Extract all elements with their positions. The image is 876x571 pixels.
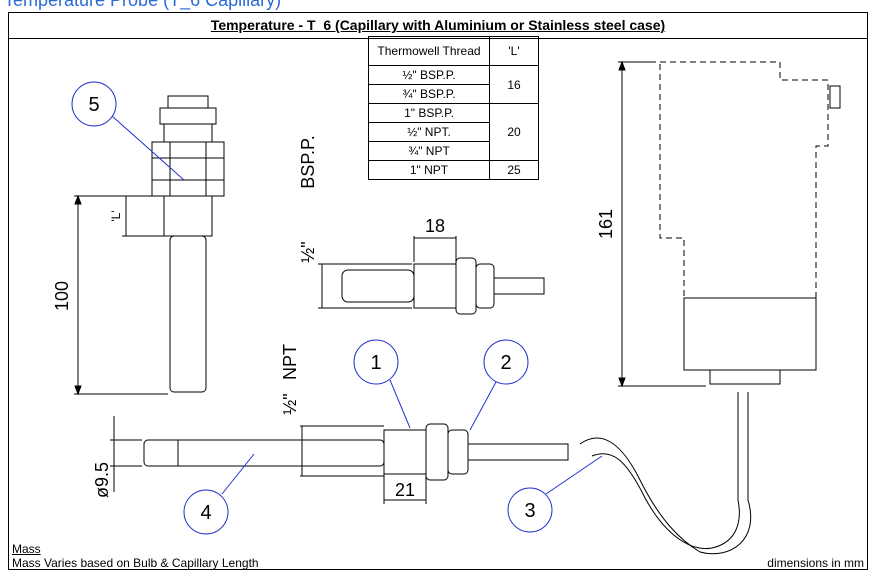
middle-capillary-left bbox=[341, 269, 415, 303]
header-text: Temperature Probe (T_6 Capillary) bbox=[4, 0, 282, 10]
case-base bbox=[709, 369, 781, 385]
table-cell-l: 25 bbox=[489, 160, 539, 180]
case-dashed-outline bbox=[659, 61, 829, 299]
bottom-fitting-nut bbox=[425, 423, 449, 481]
middle-capillary-right bbox=[493, 277, 545, 295]
table-row: ¾" BSP.P. bbox=[368, 84, 539, 104]
dim-161: 161 bbox=[596, 209, 616, 239]
table-header-l: 'L' bbox=[489, 36, 539, 66]
bottom-capillary bbox=[467, 443, 569, 461]
dim-l: 'L' bbox=[109, 210, 123, 221]
left-probe-top-nut bbox=[167, 95, 209, 109]
left-probe bbox=[74, 95, 225, 396]
table-cell-thread: ¾" BSP.P. bbox=[368, 84, 490, 104]
callouts bbox=[71, 81, 603, 535]
dim-dia-9-5: ø9.5 bbox=[92, 462, 112, 498]
bottom-fitting-body bbox=[383, 429, 427, 475]
label-npt: NPT bbox=[280, 344, 300, 380]
callout-4-circle bbox=[183, 489, 229, 535]
middle-fitting-nut2 bbox=[475, 263, 495, 309]
callout-1-circle bbox=[353, 339, 399, 385]
units-note: dimensions in mm bbox=[767, 556, 864, 570]
right-case bbox=[618, 60, 841, 388]
table-row: 1" NPT 25 bbox=[368, 160, 539, 180]
mass-heading: Mass bbox=[12, 542, 41, 556]
callout-5-label: 5 bbox=[88, 94, 99, 116]
header-cut-text: Temperature Probe (T_6 Capillary) bbox=[0, 0, 876, 12]
callout-3-circle bbox=[507, 487, 553, 533]
middle-fitting-nut bbox=[455, 257, 477, 315]
drawing-title: Temperature - T_6 (Capillary with Alumin… bbox=[210, 17, 666, 33]
callout-2-label: 2 bbox=[500, 352, 511, 374]
callout-4-label: 4 bbox=[200, 502, 211, 524]
bottom-probe-bulb bbox=[143, 439, 385, 467]
table-cell-thread: ½" BSP.P. bbox=[368, 65, 490, 85]
left-probe-thread bbox=[163, 195, 213, 237]
middle-fitting-body bbox=[413, 263, 457, 309]
table-cell-thread: 1" NPT bbox=[368, 160, 490, 180]
callout-3-label: 3 bbox=[524, 500, 535, 522]
left-probe-collar bbox=[163, 123, 213, 143]
left-probe-hex bbox=[151, 141, 225, 197]
label-half-inch-npt: ½" bbox=[280, 393, 300, 414]
mass-text: Mass Varies based on Bulb & Capillary Le… bbox=[12, 556, 259, 570]
capillary-loop bbox=[579, 392, 752, 555]
bottom-probe bbox=[110, 392, 752, 555]
table-header-row: Thermowell Thread 'L' bbox=[368, 36, 539, 66]
label-half-inch-bsp: ½" bbox=[298, 241, 318, 262]
callout-2-circle bbox=[483, 339, 529, 385]
table-cell-l: 16 bbox=[489, 65, 539, 104]
left-probe-nut bbox=[159, 107, 217, 125]
thread-table: Thermowell Thread 'L' ½" BSP.P. 16 ¾" BS… bbox=[368, 36, 539, 180]
case-body bbox=[683, 297, 817, 371]
dim-18: 18 bbox=[425, 216, 445, 236]
table-cell-l: 20 bbox=[489, 103, 539, 161]
bottom-fitting-nut2 bbox=[447, 429, 469, 475]
left-probe-bulb bbox=[169, 235, 207, 393]
callout-1-label: 1 bbox=[370, 352, 381, 374]
middle-fitting bbox=[318, 236, 545, 315]
table-row: ½" BSP.P. 16 bbox=[368, 65, 539, 104]
dim-21: 21 bbox=[395, 480, 415, 500]
callout-5-circle bbox=[71, 81, 117, 127]
dim-100: 100 bbox=[52, 281, 72, 311]
case-side-screw bbox=[829, 85, 841, 109]
label-bsp: BSP.P. bbox=[298, 135, 318, 188]
